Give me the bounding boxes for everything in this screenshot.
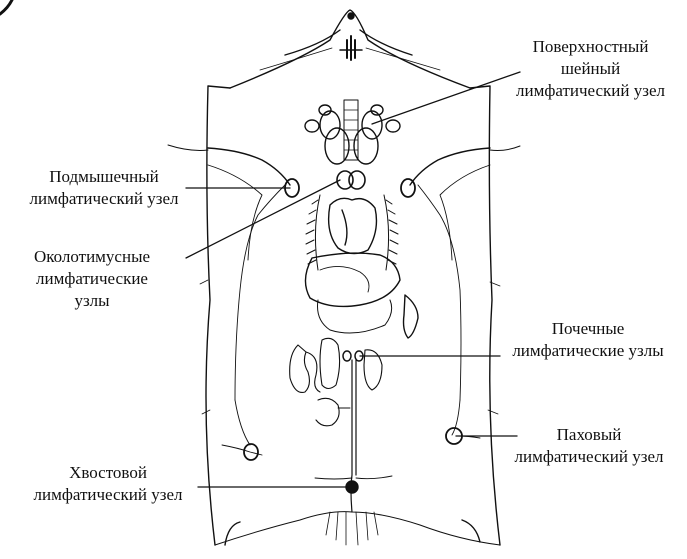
ribcage [306,195,398,270]
label-caudal-line-1: Хвостовой [8,462,208,484]
label-renal-line-1: Почечные [490,318,686,340]
thoracic-organs [329,198,377,253]
label-caudal-node: Хвостовой лимфатический узел [8,462,208,506]
label-parathymic-line-3: узлы [4,290,180,312]
leader-parathymic [186,180,340,258]
label-cervical-node: Поверхностный шейный лимфатический узел [488,36,687,102]
label-renal-line-2: лимфатические узлы [490,340,686,362]
label-renal-nodes: Почечные лимфатические узлы [490,318,686,362]
label-parathymic-line-1: Околотимусные [4,246,180,268]
label-inguinal-line-2: лимфатический узел [494,446,684,468]
label-cervical-line-1: Поверхностный [488,36,687,58]
neck-region [305,100,400,164]
label-inguinal-node: Паховый лимфатический узел [494,424,684,468]
label-axillary-line-2: лимфатический узел [4,188,204,210]
label-caudal-line-2: лимфатический узел [8,484,208,506]
label-inguinal-line-1: Паховый [494,424,684,446]
abdominal-organs [305,253,418,338]
leader-lines [186,72,520,487]
label-cervical-line-3: лимфатический узел [488,80,687,102]
lower-abdomen [290,338,382,425]
label-parathymic-nodes: Околотимусные лимфатические узлы [4,246,180,312]
label-parathymic-line-2: лимфатические [4,268,180,290]
forelimb-flaps [208,148,490,260]
label-cervical-line-2: шейный [488,58,687,80]
label-axillary-node: Подмышечный лимфатический узел [4,166,204,210]
lymph-nodes [244,171,462,493]
label-axillary-line-1: Подмышечный [4,166,204,188]
vessels [222,185,480,512]
head-outline [230,10,470,88]
